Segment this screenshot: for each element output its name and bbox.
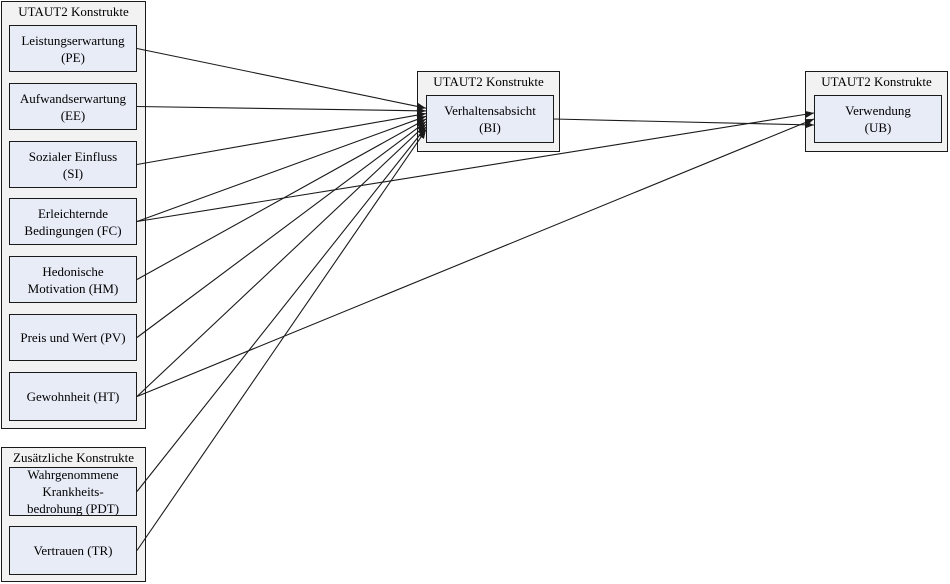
arrow-ee-to-bi (136, 105, 427, 115)
arrow-pv-to-bi (136, 121, 427, 338)
arrow-tr-to-bi (136, 129, 427, 551)
node-abbreviation: (EE) (60, 107, 86, 123)
node-label: Gewohnheit (HT) (26, 389, 120, 404)
node-abbreviation: (BI) (479, 120, 501, 135)
node-label: Preis und Wert (PV) (20, 330, 126, 345)
node-label-line3: bedrohung (PDT) (26, 501, 120, 516)
node-label: Aufwandserwartung (19, 90, 127, 106)
node-label: Erleichternde (37, 205, 108, 221)
arrow-si-to-bi (136, 111, 427, 166)
node-hedonic-motivation: Hedonische Motivation (HM) (9, 256, 137, 303)
node-trust: Vertrauen (TR) (9, 526, 137, 575)
node-social-influence: Sozialer Einfluss (SI) (9, 141, 137, 188)
arrow-hm-to-bi (136, 118, 427, 280)
node-label-line2: Bedingungen (FC) (24, 222, 122, 238)
group-title: UTAUT2 Konstrukte (433, 74, 544, 89)
node-label: Verwendung (845, 103, 911, 118)
node-label: Sozialer Einfluss (28, 148, 118, 164)
node-abbreviation: (UB) (864, 120, 892, 135)
node-label: Wahrgenommene (27, 467, 119, 482)
node-price-value: Preis und Wert (PV) (9, 314, 137, 361)
node-label: Verhaltensabsicht (444, 103, 536, 118)
arrow-ht-to-ub (136, 118, 815, 398)
arrow-pe-to-bi (136, 47, 427, 110)
group-title: Zusätzliche Konstrukte (13, 450, 134, 465)
node-label: Vertrauen (TR) (33, 543, 113, 558)
node-facilitating-conditions: Erleichternde Bedingungen (FC) (9, 198, 137, 245)
node-effort-expectancy: Aufwandserwartung (EE) (9, 83, 137, 130)
arrow-pdt-to-bi (136, 126, 427, 492)
node-behavioral-intention: Verhaltensabsicht (BI) (426, 95, 554, 143)
node-label-line2: Motivation (HM) (27, 280, 119, 296)
node-use-behavior: Verwendung (UB) (814, 95, 942, 143)
arrow-fc-to-bi (136, 115, 427, 223)
node-performance-expectancy: Leistungserwartung (PE) (9, 25, 137, 72)
group-title: UTAUT2 Konstrukte (18, 4, 129, 19)
node-abbreviation: (SI) (62, 165, 84, 181)
node-label-line2: Krankheits- (42, 484, 104, 499)
node-habit: Gewohnheit (HT) (9, 372, 137, 421)
group-title: UTAUT2 Konstrukte (821, 74, 932, 89)
node-label: Hedonische (42, 263, 104, 279)
node-label: Leistungserwartung (21, 32, 125, 48)
node-abbreviation: (PE) (61, 49, 85, 65)
arrow-bi-to-ub (553, 118, 815, 129)
arrow-ht-to-bi (136, 123, 427, 397)
node-perceived-disease-threat: Wahrgenommene Krankheits- bedrohung (PDT… (9, 467, 137, 516)
